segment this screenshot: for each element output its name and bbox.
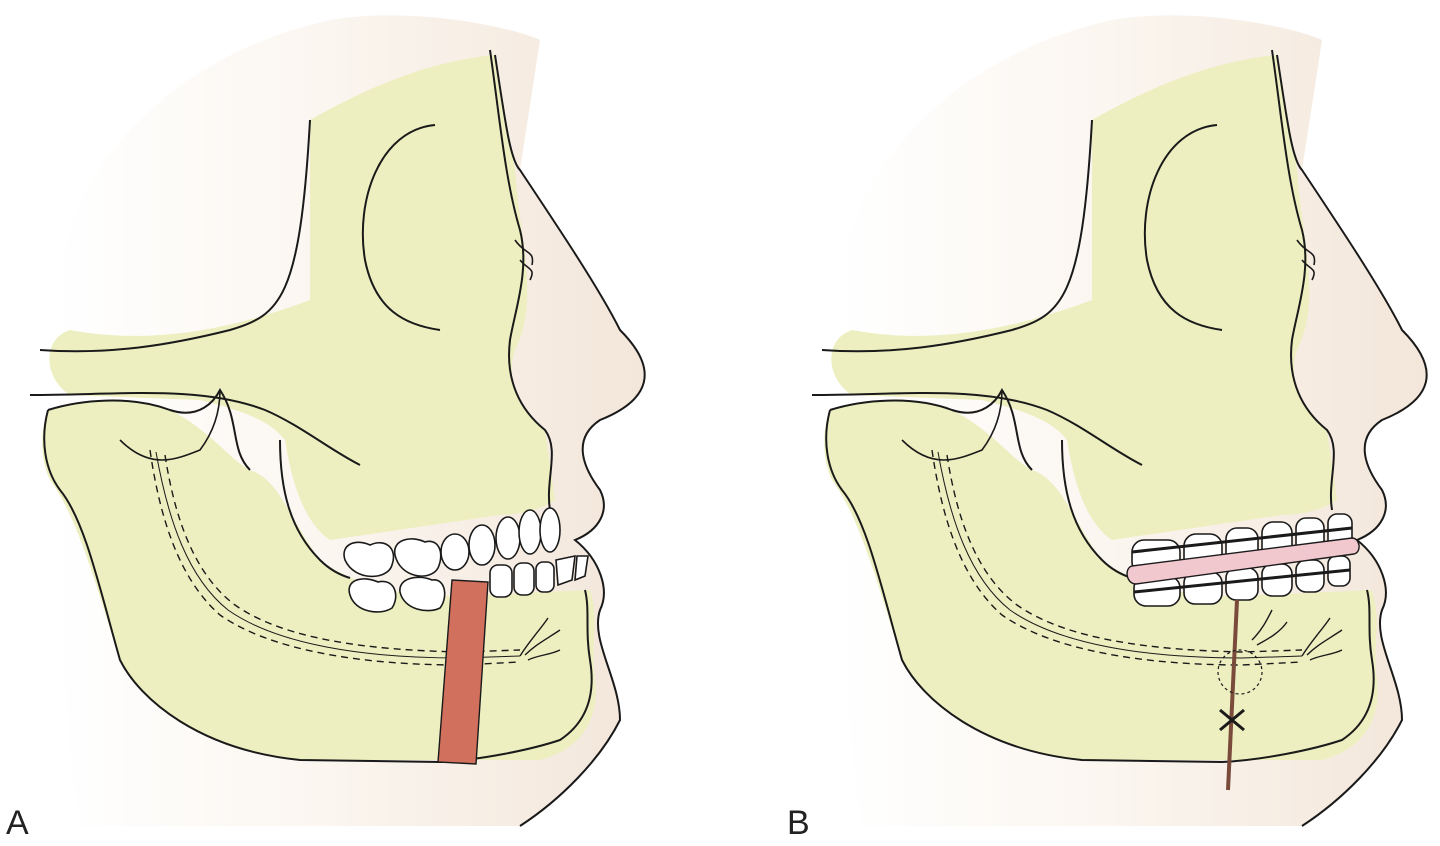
lower-teeth [348,554,589,613]
panel-label-b: B [787,804,810,842]
panel-a-diagram [29,14,646,827]
arch-wire [1131,526,1353,554]
osteotomy-line [1226,599,1239,791]
upper-teeth [343,507,561,578]
panel-b-diagram [811,14,1428,827]
occlusal-splint [1126,537,1360,585]
panel-label-a: A [6,804,29,842]
fixation-wire [1219,708,1245,732]
resection-segment [437,579,489,765]
nerve-repair-circle [1217,649,1263,695]
